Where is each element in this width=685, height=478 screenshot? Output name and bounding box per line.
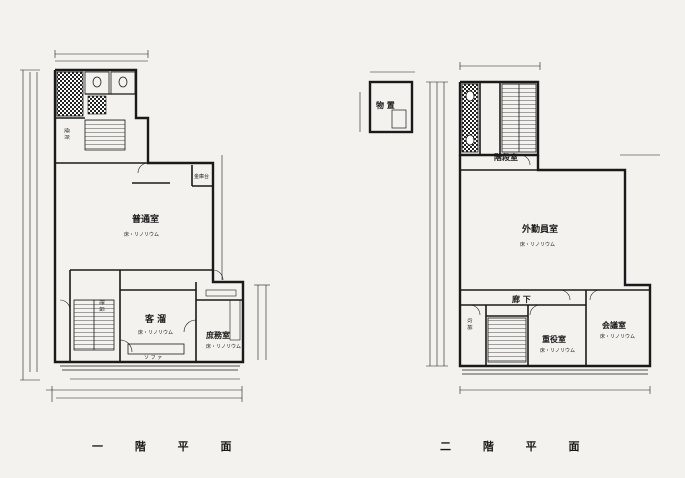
floor1-caption: 一 階 平 面 [92, 440, 246, 453]
floor2-field-staff-note: 床・リノリウム [520, 241, 555, 248]
floor1-sofa [127, 343, 185, 355]
floor1-counter-label: 金庫台 [194, 173, 209, 180]
floor1-entrance-steps [60, 365, 240, 371]
floor2-plan [359, 62, 660, 394]
floor2-director-note: 床・リノリウム [540, 347, 575, 354]
floor2-meeting-label: 会議室 [602, 320, 626, 330]
floor1-reception-label: 客 溜 [144, 313, 166, 325]
floor2-stair-label: 階段室 [494, 152, 518, 162]
floor2-storage-walls [368, 80, 414, 134]
floor1-sofa-label: ソ フ ァ [144, 355, 162, 361]
floor1-wc-tiles-c [110, 71, 136, 95]
floor2-walls [458, 80, 652, 368]
floor2-closet-label: 収 納 [466, 318, 473, 330]
floor1-plan [20, 50, 270, 402]
floor1-wc-tiles-a [56, 71, 84, 117]
floor1-stair-upper [84, 119, 126, 151]
floor1-chief-label: 庶務室 [206, 330, 230, 340]
floor2-bottom-sill [462, 369, 648, 375]
floor1-chief-note: 床・リノリウム [206, 343, 241, 350]
floor2-inner-walls [460, 82, 650, 366]
floor1-office-note: 床・リノリウム [124, 231, 159, 238]
floor2-director-label: 重役室 [542, 334, 566, 344]
floor2-stair-lower [487, 317, 527, 363]
floor2-field-staff-label: 外勤員室 [521, 223, 558, 235]
floor2-dimensions [359, 62, 660, 394]
floor1-doors [59, 162, 224, 353]
floor2-wc-tiles [461, 83, 479, 153]
floor2-doors [469, 154, 601, 316]
floor1-office-label: 普通室 [132, 213, 159, 225]
floor1-wc-label: 便 所 [63, 128, 70, 140]
floor1-reception-note: 床・リノリウム [138, 329, 173, 336]
floor1-walls [53, 68, 245, 364]
floor2-meeting-note: 床・リノリウム [600, 333, 635, 340]
floor2-caption: 二 階 平 面 [440, 440, 594, 453]
floor1-dimensions [20, 50, 270, 402]
floor1-stair-label: 階 段 [98, 300, 105, 312]
floor2-corridor-label: 廊 下 [512, 294, 531, 304]
floor1-wc-tiles-b [84, 71, 110, 95]
floor2-storage-label: 物 置 [376, 100, 395, 110]
floor1-inner-walls [55, 117, 243, 362]
